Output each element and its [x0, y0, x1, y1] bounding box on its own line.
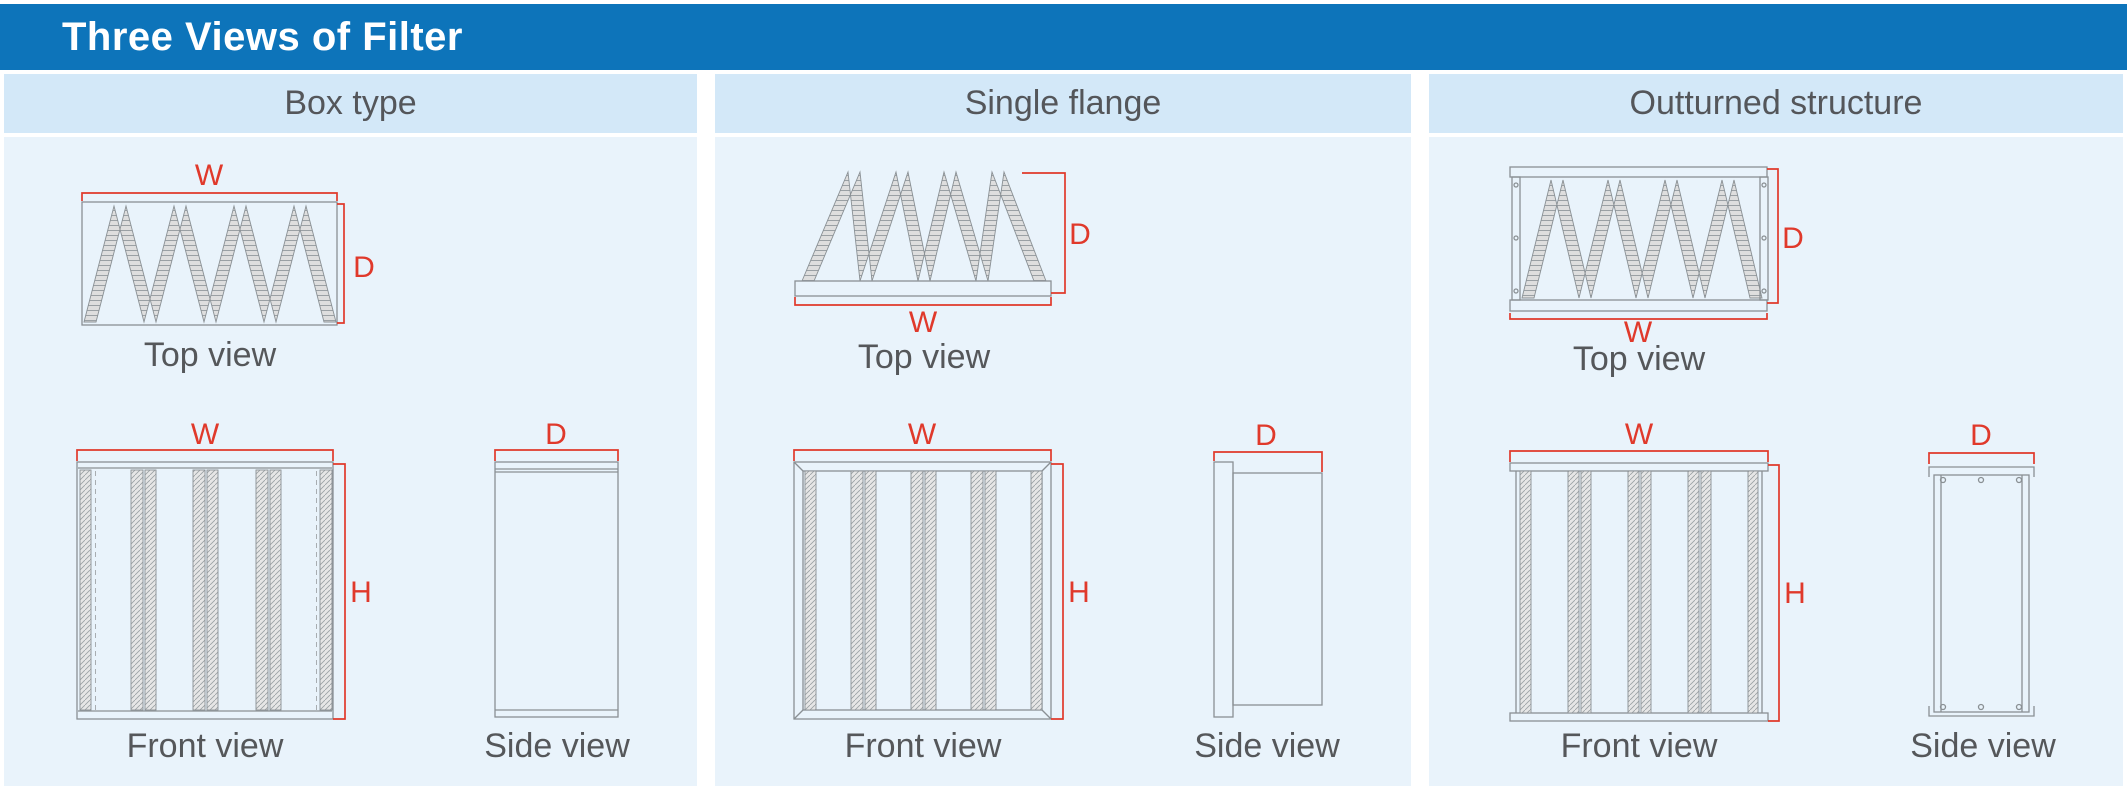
- dim-line-d: [1022, 172, 1066, 294]
- top-view-caption: Top view: [1573, 340, 1706, 378]
- dim-line-d: [337, 203, 345, 324]
- dim-d-label: D: [1069, 218, 1091, 251]
- dim-w-label: W: [191, 418, 220, 451]
- box-type-front-view: W H Front view: [76, 418, 372, 765]
- dim-line-d: [1213, 451, 1323, 472]
- dim-h-label: H: [1784, 577, 1806, 610]
- outturned-front-view: W H Front view: [1509, 418, 1806, 765]
- dim-line-d: [1928, 452, 2035, 464]
- title-bar: Three Views of Filter: [0, 4, 2127, 70]
- box-type-top-view: W D Top view: [81, 159, 375, 374]
- dim-line-h: [333, 463, 346, 720]
- pleated-media: [801, 170, 1047, 282]
- dim-d-label: D: [545, 418, 567, 451]
- dim-w-label: W: [1624, 316, 1653, 349]
- top-view-caption: Top view: [144, 336, 277, 374]
- side-view-caption: Side view: [484, 727, 630, 765]
- dim-line-w: [794, 297, 1052, 306]
- single-flange-top-view: D W Top view: [794, 170, 1091, 376]
- front-view-caption: Front view: [845, 727, 1002, 765]
- dim-w-label: W: [909, 306, 938, 339]
- column-header-outturned-structure: Outturned structure: [1429, 74, 2123, 133]
- front-view-caption: Front view: [127, 727, 284, 765]
- dim-line-d: [1767, 168, 1779, 304]
- rivets: [1939, 476, 2023, 711]
- dim-line-d: [494, 449, 619, 461]
- front-view-caption: Front view: [1561, 727, 1718, 765]
- column-header-single-flange: Single flange: [715, 74, 1411, 133]
- box-type-side-view: D Side view: [484, 418, 630, 765]
- dim-w-label: W: [1625, 418, 1654, 451]
- dim-h-label: H: [350, 576, 372, 609]
- dim-line-w: [1509, 450, 1769, 462]
- page-title: Three Views of Filter: [62, 14, 463, 59]
- dim-w-label: W: [908, 418, 937, 451]
- dim-w-label: W: [195, 159, 224, 192]
- side-view-caption: Side view: [1910, 727, 2056, 765]
- dim-line-h: [1768, 464, 1780, 722]
- single-flange-side-view: D Side view: [1194, 419, 1340, 765]
- outturned-side-view: D Side view: [1910, 419, 2056, 765]
- pleated-media: [83, 204, 337, 324]
- dim-line-h: [1051, 463, 1064, 720]
- dim-d-label: D: [353, 251, 375, 284]
- dim-line-w: [81, 192, 338, 201]
- dim-d-label: D: [1255, 419, 1277, 452]
- dim-h-label: H: [1068, 576, 1090, 609]
- column-header-box-type: Box type: [4, 74, 697, 133]
- side-view-caption: Side view: [1194, 727, 1340, 765]
- dim-d-label: D: [1970, 419, 1992, 452]
- top-view-caption: Top view: [858, 338, 991, 376]
- pleated-media: [1521, 179, 1763, 299]
- dim-d-label: D: [1782, 222, 1804, 255]
- outturned-top-view: D W Top view: [1509, 166, 1804, 378]
- dim-line-w: [1509, 313, 1768, 320]
- dim-line-w: [793, 449, 1052, 461]
- dim-line-w: [76, 449, 334, 461]
- single-flange-front-view: W H Front view: [793, 418, 1090, 765]
- rivets: [1513, 182, 1767, 294]
